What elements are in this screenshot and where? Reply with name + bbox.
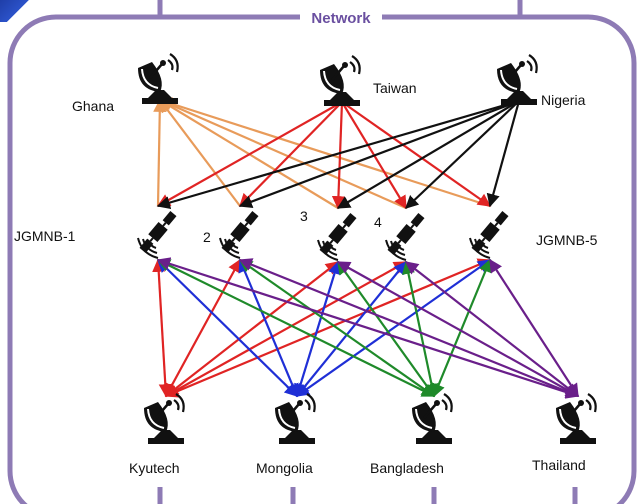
link-nigeria-sat5 [486, 100, 521, 208]
link-nigeria-sat4 [405, 100, 520, 209]
label-bangladesh: Bangladesh [370, 460, 444, 476]
label-sat-3: 3 [300, 208, 308, 224]
label-kyutech: Kyutech [129, 460, 180, 476]
link-taiwan-sat5 [341, 101, 492, 207]
ground-station-kyutech-icon [144, 393, 185, 444]
link-nigeria-sat1 [156, 99, 520, 210]
satellite-sat2-icon [219, 211, 259, 259]
link-ghana-sat5 [158, 97, 491, 208]
ground-station-mongolia-icon [275, 393, 316, 444]
satellite-sat4-icon [385, 213, 425, 261]
satellite-sat1-icon [137, 211, 177, 259]
link-thailand-sat4 [404, 261, 580, 397]
link-nigeria-sat2 [238, 99, 520, 208]
satellite-sat5-icon [469, 211, 509, 259]
label-jgmnb-1: JGMNB-1 [14, 228, 76, 244]
label-nigeria: Nigeria [541, 92, 586, 108]
network-title: Network [300, 10, 382, 27]
label-ghana: Ghana [72, 98, 115, 114]
link-taiwan-sat1 [156, 101, 343, 207]
label-taiwan: Taiwan [373, 80, 417, 96]
label-mongolia: Mongolia [256, 460, 313, 476]
ground-station-ghana-icon [138, 53, 179, 104]
network-frame [7, 14, 637, 504]
link-ghana-sat2 [159, 98, 241, 207]
link-thailand-sat1 [156, 257, 580, 399]
ground-station-bangladesh-icon [412, 393, 453, 444]
label-sat-2: 2 [203, 229, 211, 245]
label-jgmnb-5: JGMNB-5 [536, 232, 598, 248]
link-mongolia-sat3 [294, 260, 341, 398]
link-nigeria-sat3 [336, 100, 520, 209]
link-ghana-sat1 [153, 98, 167, 207]
label-sat-4: 4 [374, 214, 382, 230]
link-mongolia-sat1 [157, 259, 298, 397]
link-taiwan-sat3 [331, 101, 346, 210]
corner-decoration [0, 0, 30, 22]
link-kyutech-sat1 [152, 258, 172, 398]
ground-station-nigeria-icon [497, 54, 538, 105]
ground-station-thailand-icon [556, 393, 597, 444]
ground-station-taiwan-icon [320, 55, 361, 106]
link-ghana-sat4 [158, 98, 407, 210]
link-thailand-sat5 [489, 258, 579, 398]
label-thailand: Thailand [532, 457, 586, 473]
satellite-sat3-icon [317, 213, 357, 261]
link-taiwan-sat2 [239, 101, 343, 207]
